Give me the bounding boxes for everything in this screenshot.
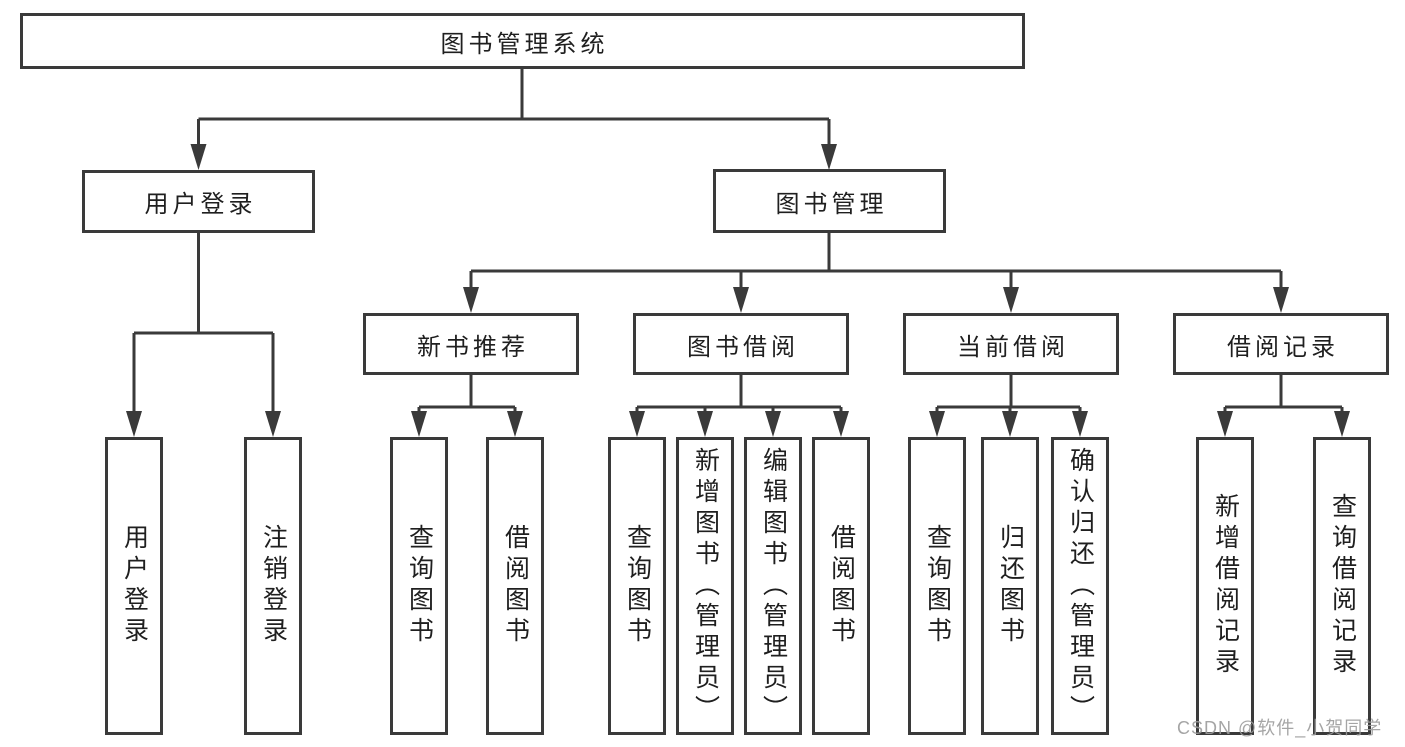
- leaf-label: 用户登录: [120, 524, 149, 648]
- connector-new-book-children: [411, 375, 523, 437]
- connector-root-to-level2: [190, 69, 837, 170]
- arrowhead: [765, 411, 781, 437]
- arrowhead: [507, 411, 523, 437]
- leaf-query-borrow-record: 查询借阅记录: [1313, 437, 1371, 735]
- node-current-borrowing: 当前借阅: [903, 313, 1119, 375]
- csdn-watermark: CSDN @软件_小贺同学: [1177, 718, 1383, 738]
- leaf-confirm-return-admin: 确认归还（管理员）: [1051, 437, 1109, 735]
- leaf-label: 借阅图书: [501, 524, 530, 648]
- leaf-label: 新增图书（管理员）: [691, 446, 720, 726]
- node-borrowing-records: 借阅记录: [1173, 313, 1389, 375]
- arrowhead: [1002, 411, 1018, 437]
- leaf-query-books-current: 查询图书: [908, 437, 966, 735]
- arrowhead: [833, 411, 849, 437]
- node-book-borrowing: 图书借阅: [633, 313, 849, 375]
- node-label: 借阅记录: [1227, 333, 1339, 361]
- arrowhead: [126, 411, 142, 437]
- leaf-return-books: 归还图书: [981, 437, 1039, 735]
- node-new-book-recommendation: 新书推荐: [363, 313, 579, 375]
- leaf-edit-books-admin: 编辑图书（管理员）: [744, 437, 802, 735]
- node-label: 用户登录: [144, 191, 257, 218]
- arrowhead: [1334, 411, 1350, 437]
- leaf-label: 查询图书: [405, 524, 434, 648]
- leaf-user-login: 用户登录: [105, 437, 163, 735]
- node-library-management-system: 图书管理系统: [20, 13, 1025, 69]
- arrowhead: [463, 287, 479, 313]
- node-label: 图书管理系统: [440, 30, 609, 58]
- leaf-label: 编辑图书（管理员）: [759, 446, 788, 726]
- connector-user-login-children: [126, 233, 281, 437]
- connector-current-borrow-children: [929, 375, 1088, 437]
- leaf-label: 查询图书: [623, 524, 652, 648]
- leaf-query-books-recommend: 查询图书: [390, 437, 448, 735]
- node-label: 当前借阅: [957, 333, 1069, 361]
- leaf-add-borrow-record: 新增借阅记录: [1196, 437, 1254, 735]
- leaf-label: 查询借阅记录: [1328, 493, 1357, 679]
- leaf-label: 注销登录: [259, 524, 288, 648]
- arrowhead: [733, 287, 749, 313]
- arrowhead: [629, 411, 645, 437]
- leaf-label: 借阅图书: [827, 524, 856, 648]
- connector-book-borrow-children: [629, 375, 849, 437]
- leaf-label: 归还图书: [996, 524, 1025, 648]
- arrowhead: [1003, 287, 1019, 313]
- node-label: 图书管理: [775, 190, 888, 218]
- leaf-query-books-borrow: 查询图书: [608, 437, 666, 735]
- arrowhead: [1217, 411, 1233, 437]
- leaf-label: 新增借阅记录: [1211, 493, 1240, 679]
- connector-borrow-records-children: [1217, 375, 1350, 437]
- node-label: 图书借阅: [687, 333, 799, 361]
- arrowhead: [929, 411, 945, 437]
- node-label: 新书推荐: [417, 333, 529, 361]
- arrowhead: [697, 411, 713, 437]
- arrowhead: [265, 411, 281, 437]
- leaf-label: 查询图书: [923, 524, 952, 648]
- arrowhead: [1273, 287, 1289, 313]
- leaf-add-books-admin: 新增图书（管理员）: [676, 437, 734, 735]
- arrowhead: [1072, 411, 1088, 437]
- arrowhead: [821, 144, 837, 170]
- leaf-logout-login: 注销登录: [244, 437, 302, 735]
- node-user-login: 用户登录: [82, 170, 315, 233]
- node-book-management: 图书管理: [713, 169, 946, 233]
- arrowhead: [411, 411, 427, 437]
- connector-book-management-children: [463, 233, 1289, 313]
- arrowhead: [190, 144, 207, 170]
- leaf-borrow-books-recommend: 借阅图书: [486, 437, 544, 735]
- leaf-label: 确认归还（管理员）: [1066, 446, 1095, 726]
- leaf-borrow-books: 借阅图书: [812, 437, 870, 735]
